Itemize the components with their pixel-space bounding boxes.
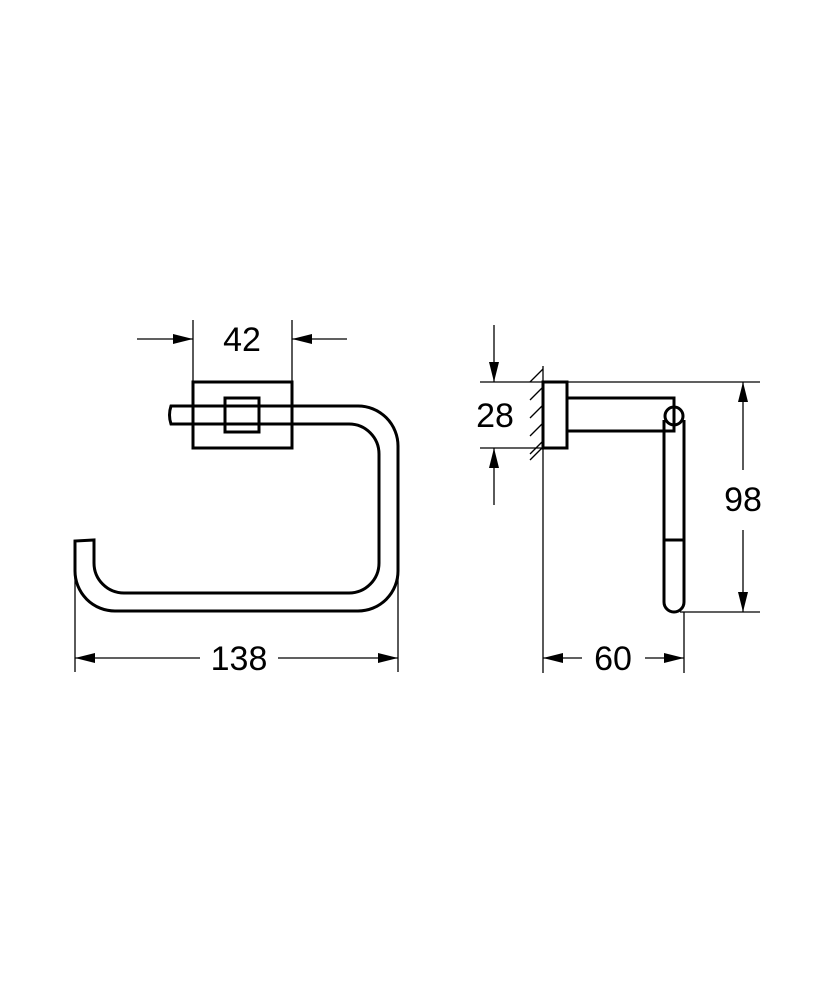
dimension-label-28: 28 [476,397,514,435]
side-view: 28 98 60 [476,325,762,678]
dimension-label-60: 60 [594,640,632,678]
arm-side [565,396,676,433]
pivot [663,405,685,427]
ring-side [662,420,686,614]
rosette [191,380,294,450]
rosette-clip [223,396,261,434]
front-view: 42 138 [73,320,400,678]
dimension-label-42: 42 [223,321,261,359]
dimension-label-138: 138 [211,640,268,678]
ring-outline [73,404,400,613]
dimension-label-98: 98 [724,481,762,519]
rosette-side [541,380,569,450]
